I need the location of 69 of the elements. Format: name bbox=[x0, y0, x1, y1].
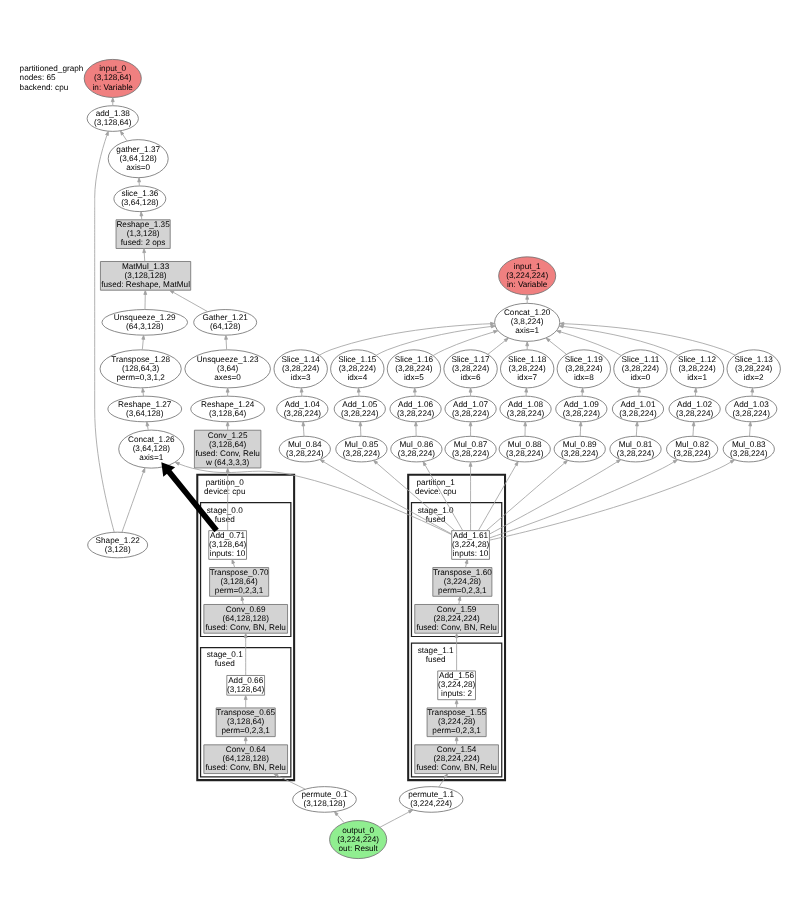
arrow bbox=[468, 387, 473, 397]
arrow bbox=[375, 324, 496, 356]
arrow bbox=[559, 321, 736, 356]
arrow bbox=[691, 421, 696, 437]
arrow bbox=[578, 421, 583, 437]
arrow bbox=[438, 773, 448, 788]
arrow bbox=[525, 294, 530, 304]
arrow bbox=[486, 459, 569, 531]
arrow bbox=[299, 387, 304, 397]
arrow bbox=[145, 421, 150, 431]
arrow bbox=[169, 289, 209, 313]
arrow bbox=[414, 421, 418, 437]
arrow bbox=[468, 461, 473, 532]
arrow bbox=[413, 387, 417, 397]
arrow bbox=[120, 130, 128, 142]
arrow bbox=[174, 461, 452, 535]
arrow bbox=[558, 324, 679, 356]
arrow bbox=[524, 387, 529, 397]
arrow bbox=[137, 177, 141, 187]
arrow bbox=[225, 467, 230, 531]
arrow bbox=[356, 387, 361, 397]
arrow bbox=[318, 321, 496, 356]
arrow bbox=[489, 459, 622, 535]
arrow bbox=[334, 811, 345, 824]
arrow bbox=[231, 558, 236, 568]
arrow bbox=[545, 337, 567, 355]
arrow bbox=[224, 334, 228, 350]
arrow bbox=[422, 461, 464, 531]
arrow bbox=[478, 461, 519, 531]
arrow bbox=[693, 387, 698, 397]
arrow bbox=[489, 459, 735, 541]
arrow bbox=[487, 337, 509, 355]
arrow bbox=[243, 736, 248, 746]
arrow bbox=[454, 736, 459, 746]
arrow bbox=[243, 633, 248, 676]
arrow bbox=[523, 421, 528, 437]
arrow bbox=[121, 467, 146, 533]
arrow bbox=[525, 341, 530, 350]
arrow bbox=[748, 421, 753, 437]
arrow bbox=[273, 773, 306, 790]
arrow bbox=[464, 558, 469, 568]
arrow bbox=[358, 421, 363, 437]
arrow bbox=[142, 248, 147, 262]
arrow bbox=[750, 387, 755, 397]
arrow bbox=[94, 130, 115, 533]
arrow bbox=[225, 387, 230, 397]
arrow bbox=[379, 809, 414, 828]
arrow bbox=[637, 387, 641, 397]
arrow bbox=[489, 459, 678, 539]
arrow bbox=[110, 97, 115, 106]
arrow bbox=[240, 595, 245, 605]
arrow bbox=[139, 211, 144, 221]
arrow bbox=[556, 330, 622, 356]
arrow bbox=[432, 330, 499, 356]
arrow bbox=[143, 289, 148, 310]
arrow bbox=[454, 699, 459, 709]
arrow bbox=[243, 695, 248, 709]
arrow bbox=[457, 595, 462, 605]
arrow bbox=[141, 334, 146, 350]
arrow bbox=[454, 633, 459, 672]
arrow bbox=[580, 387, 585, 397]
arrow bbox=[468, 421, 473, 437]
arrow bbox=[635, 421, 639, 437]
arrow bbox=[301, 421, 306, 437]
arrow bbox=[373, 459, 455, 531]
arrow bbox=[225, 421, 230, 431]
arrow bbox=[141, 387, 145, 397]
arrow bbox=[161, 462, 219, 533]
arrow bbox=[319, 459, 453, 535]
